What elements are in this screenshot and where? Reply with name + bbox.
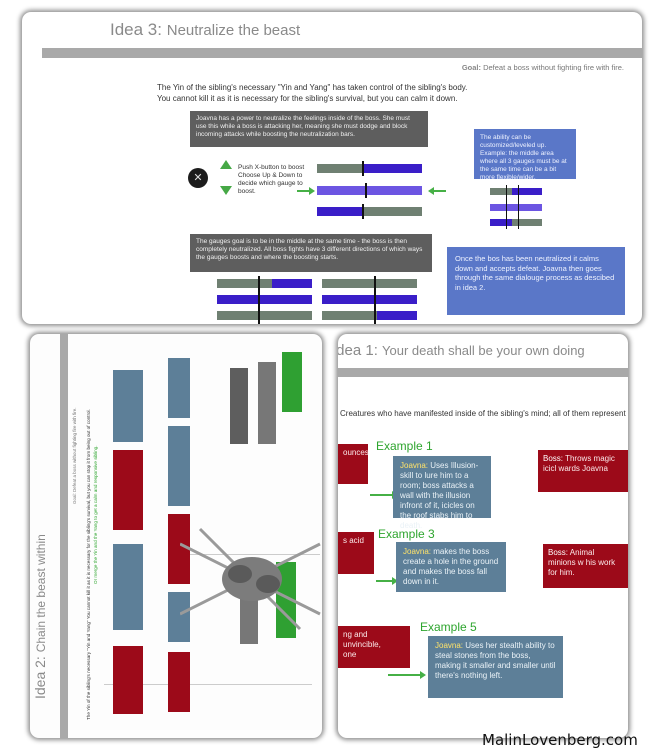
down-arrow-icon [220, 186, 232, 195]
gauge-middle [317, 186, 422, 195]
teal-note [113, 370, 143, 442]
goal-text: Goal: Defeat a boss without fighting fir… [72, 407, 77, 504]
panel-idea-1: Idea 1: Your death shall be your own doi… [338, 334, 628, 738]
teal-note [168, 426, 190, 506]
goal-text: Goal: Defeat a boss without fighting fir… [461, 63, 624, 72]
panel-idea-3: Idea 3: Neutralize the beast Goal: Defea… [22, 12, 642, 324]
example-3-label: Example 3 [378, 527, 435, 541]
red-note [113, 646, 143, 714]
boost-arrow-right [428, 187, 446, 195]
red-boss-note: s acid [338, 532, 374, 574]
title-rule [60, 334, 68, 738]
intro-line-1: The Yin of the sibling's necessary "Yin … [86, 409, 91, 720]
teal-note [168, 358, 190, 418]
flow-arrow [388, 671, 426, 679]
red-note [168, 652, 190, 712]
gray-note [258, 362, 276, 444]
example-1-label: Example 1 [376, 439, 433, 453]
red-boss-note: ounces [338, 444, 369, 484]
boss-example-1: Boss: Throws magic icicl wards Joavna [538, 450, 628, 492]
gauges-goal-description: The gauges goal is to be in the middle a… [190, 234, 432, 272]
teal-note [168, 592, 190, 642]
up-arrow-icon [220, 160, 232, 169]
boss-example-3: Boss: Animal minions w his work for him. [543, 544, 628, 588]
beast-sketch [180, 527, 321, 631]
panel-idea-2: Idea 2: Chain the beast within Goal: Def… [30, 334, 322, 738]
joavna-example-1: Joavna: Uses Illusion-skill to lure him … [393, 456, 491, 530]
title-rule [338, 368, 628, 377]
watermark: MalinLovenberg.com [482, 731, 638, 749]
gauge-marker [362, 161, 364, 176]
red-note [113, 450, 143, 530]
panel-title: Idea 3: Neutralize the beast [110, 20, 301, 39]
boss-calm-note: Once the bos has been neutralized it cal… [447, 247, 625, 315]
intro-line-2: Or merge the Yin and the Yang to get a c… [93, 445, 98, 585]
ability-upgrade-note: The ability can be customized/leveled up… [474, 129, 576, 181]
x-button-icon: ✕ [188, 168, 208, 188]
power-description: Joavna has a power to neutralize the fee… [190, 111, 428, 147]
red-note [168, 514, 190, 584]
green-note [282, 352, 302, 412]
controls-hint: Push X-button to boost Choose Up & Down … [238, 164, 305, 195]
intro-line-1: The Yin of the sibling's necessary "Yin … [157, 83, 468, 92]
title-rule [42, 48, 642, 58]
teal-note [113, 544, 143, 630]
dark-note [230, 368, 248, 444]
intro-text: Creatures who have manifested inside of … [340, 409, 628, 418]
example-5-label: Example 5 [420, 620, 477, 634]
panel-title: Idea 2: Chain the beast within [32, 534, 48, 699]
boost-arrow-left [297, 187, 315, 195]
panel-title: Idea 1: Your death shall be your own doi… [338, 342, 585, 359]
joavna-example-3: Joavna: makes the boss create a hole in … [396, 542, 506, 592]
intro-line-2: You cannot kill it as it is necessary fo… [157, 94, 458, 103]
flow-arrow [376, 577, 398, 585]
joavna-example-5: Joavna: Uses her stealth ability to stea… [428, 636, 563, 698]
red-boss-note: ng and unvincible, one [338, 626, 410, 668]
